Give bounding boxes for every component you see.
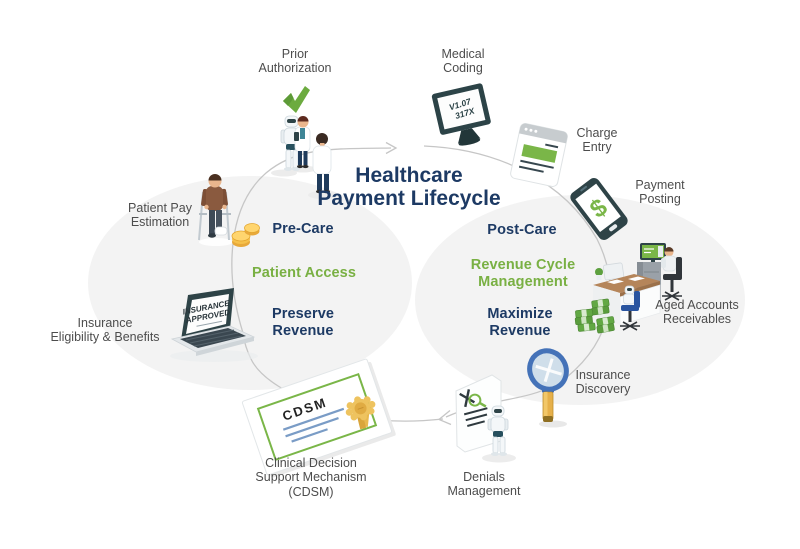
cdsm-certificate-icon: CDSM <box>241 358 396 478</box>
mini-robot-icon <box>623 285 635 305</box>
insurance-laptop-icon: INSURANCE APPROVED <box>170 288 258 362</box>
post-care-label: Post-Care <box>487 222 557 238</box>
denials-management-label: Denials Management <box>447 470 521 499</box>
doctor-back-icon <box>312 133 332 194</box>
office-desk-scene-icon <box>574 243 682 334</box>
preserve-revenue-label: Preserve Revenue <box>271 306 335 340</box>
payment-posting-phone-icon: $ <box>570 178 628 240</box>
insurance-discovery-label: Insurance Discovery <box>575 368 631 397</box>
aged-accounts-label: Aged Accounts Receivables <box>655 298 739 327</box>
insurance-discovery-magnifier-icon <box>527 348 569 428</box>
coins-icon <box>231 223 260 247</box>
patient-pay-estimation-label: Patient Pay Estimation <box>128 201 192 230</box>
revenue-cycle-management-label: Revenue Cycle Management <box>470 257 576 291</box>
prior-authorization-label: Prior Authorization <box>258 47 332 76</box>
checkmark-icon <box>283 86 310 113</box>
worker-icon <box>661 247 677 272</box>
medical-coding-label: Medical Coding <box>441 47 485 76</box>
doctor-icon <box>294 116 311 169</box>
money-stacks-icon <box>574 298 615 334</box>
maximize-revenue-label: Maximize Revenue <box>487 306 553 340</box>
gold-seal-icon <box>345 396 376 430</box>
diagram-title: Healthcare Payment Lifecycle <box>317 164 500 210</box>
title-line: Healthcare <box>355 164 463 187</box>
cdsm-label: Clinical Decision Support Mechanism (CDS… <box>255 456 367 499</box>
insurance-eligibility-label: Insurance Eligibility & Benefits <box>50 316 160 345</box>
title-line: Payment Lifecycle <box>317 187 501 211</box>
denials-robot-icon <box>482 405 516 463</box>
charge-entry-label: Charge Entry <box>576 126 618 155</box>
patient-crutches-icon <box>198 174 233 246</box>
payment-posting-label: Payment Posting <box>635 178 685 207</box>
pre-care-label: Pre-Care <box>272 221 334 237</box>
robot-icon <box>280 115 303 171</box>
patient-access-label: Patient Access <box>251 265 357 281</box>
prior-authorization-icon <box>271 86 338 199</box>
denials-document-icon <box>455 374 502 453</box>
charge-entry-browser-icon <box>510 123 568 187</box>
pre-care-circle <box>88 176 412 390</box>
medical-coding-monitor-icon: V1.07 317X <box>431 83 491 146</box>
